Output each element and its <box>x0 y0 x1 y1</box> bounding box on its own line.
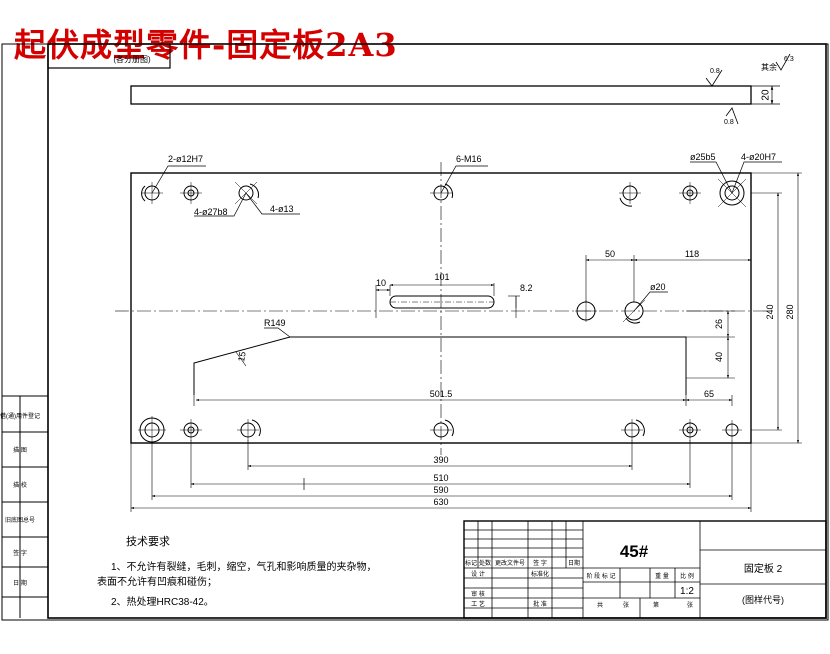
tb-header-2: 处数 <box>479 559 491 567</box>
dim-40: 40 <box>714 352 724 362</box>
svg-text:(各分册图): (各分册图) <box>113 54 151 64</box>
roughness-left: 0.8 <box>710 68 720 75</box>
hole-mid-2 <box>624 301 644 324</box>
left-strip-5: 签 字 <box>13 549 27 557</box>
left-strip-1: 借(通)用件登记 <box>0 412 40 420</box>
hole-top-3 <box>238 183 259 201</box>
callout-pin-hole: ø20 <box>650 282 666 292</box>
page-title: 起伏成型零件-固定板2A3 <box>14 26 398 64</box>
tb-stage: 阶 段 标 记 <box>586 572 615 580</box>
tech-notes-line-2: 表面不允许有凹痕和碰伤； <box>97 575 217 588</box>
hole-bot-5 <box>624 419 645 438</box>
tb-sheet-no: 第 <box>653 601 659 609</box>
tb-sheet-total-unit: 张 <box>623 601 629 609</box>
tb-ratio: 比 例 <box>680 572 694 580</box>
roughness-right-word: 其余 <box>761 62 777 72</box>
dim-118: 118 <box>685 249 699 259</box>
thickness-dim: 20 <box>761 89 772 101</box>
holes <box>139 180 745 443</box>
drawing-code: (图样代号) <box>742 594 784 605</box>
roughness-right-val: 6.3 <box>784 56 794 63</box>
roughness-mid: 0.8 <box>724 119 734 126</box>
tech-notes-line-1: 1、不允许有裂缝，毛刺，缩空，气孔和影响质量的夹杂物， <box>111 560 377 573</box>
dim-501-5: 501.5 <box>430 389 453 399</box>
hole-top-7 <box>719 180 745 206</box>
callout-hole-c: 4-ø13 <box>270 204 294 214</box>
dimension-lines <box>130 172 802 512</box>
tb-header-1: 标记 <box>465 559 477 567</box>
tb-weight: 重 量 <box>655 572 669 580</box>
tb-row-standard: 标准化 <box>531 570 549 578</box>
callout-bush: ø25b5 <box>690 152 716 162</box>
hole-top-5 <box>619 185 638 207</box>
dim-590: 590 <box>433 485 448 495</box>
dim-15: 15 <box>236 351 248 363</box>
part-name: 固定板 2 <box>744 562 783 575</box>
dim-280: 280 <box>785 304 795 319</box>
side-view: 20 <box>130 85 780 105</box>
tech-notes-heading: 技术要求 <box>126 535 170 548</box>
hole-top-4 <box>433 183 454 201</box>
left-strip-2: 描 图 <box>13 446 27 454</box>
left-strip: 借(通)用件登记 描 图 描 校 旧底图总号 签 字 日 期 <box>0 395 48 618</box>
left-strip-4: 旧底图总号 <box>5 516 35 524</box>
tb-header-3: 更改文件号 <box>495 559 525 567</box>
dim-8-2: 8.2 <box>520 283 533 293</box>
tb-row-review: 审 核 <box>471 590 485 598</box>
top-left-box: (各分册图) <box>47 43 171 69</box>
title-block: 标记 处数 更改文件号 签 字 日期 设 计 标准化 审 核 工 艺 批 准 阶… <box>463 520 827 619</box>
callout-bore: 4-ø20H7 <box>741 152 776 162</box>
dim-65: 65 <box>704 389 714 399</box>
callout-hole-b: 4-ø27b8 <box>194 207 228 217</box>
callouts <box>151 161 782 338</box>
tech-notes-line-3: 2、热处理HRC38-42。 <box>111 595 214 608</box>
dim-630: 630 <box>433 497 448 507</box>
tb-row-approve: 批 准 <box>533 600 547 608</box>
callout-hole-a: 2-ø12H7 <box>168 154 203 164</box>
dim-26: 26 <box>714 319 724 329</box>
dim-510: 510 <box>433 473 448 483</box>
tech-notes: 技术要求 1、不允许有裂缝，毛刺，缩空，气孔和影响质量的夹杂物， 表面不允许有凹… <box>97 535 377 608</box>
tb-row-design: 设 计 <box>471 570 485 578</box>
tb-sheet-no-unit: 张 <box>687 601 693 609</box>
callout-thread: 6-M16 <box>456 154 482 164</box>
dim-101: 101 <box>434 272 449 282</box>
tb-sheet-total: 共 <box>597 601 603 609</box>
material: 45# <box>620 542 649 561</box>
left-strip-3: 描 校 <box>13 481 27 489</box>
tb-header-5: 日期 <box>568 559 580 567</box>
dim-240: 240 <box>765 304 775 319</box>
callout-radius: R149 <box>264 318 286 328</box>
left-strip-6: 日 期 <box>13 579 27 587</box>
hole-bot-3 <box>240 419 261 438</box>
main-plate <box>115 162 768 455</box>
dim-50: 50 <box>605 249 615 259</box>
sheet-border <box>1 43 829 621</box>
hole-bot-4 <box>433 419 454 438</box>
tb-header-4: 签 字 <box>533 559 547 567</box>
tb-row-process: 工 艺 <box>471 600 485 608</box>
scale: 1:2 <box>680 586 694 597</box>
dim-390: 390 <box>433 455 448 465</box>
roughness-symbols <box>705 53 791 125</box>
center-marks <box>138 178 747 444</box>
dim-10: 10 <box>376 278 386 288</box>
hole-top-1 <box>141 185 160 202</box>
